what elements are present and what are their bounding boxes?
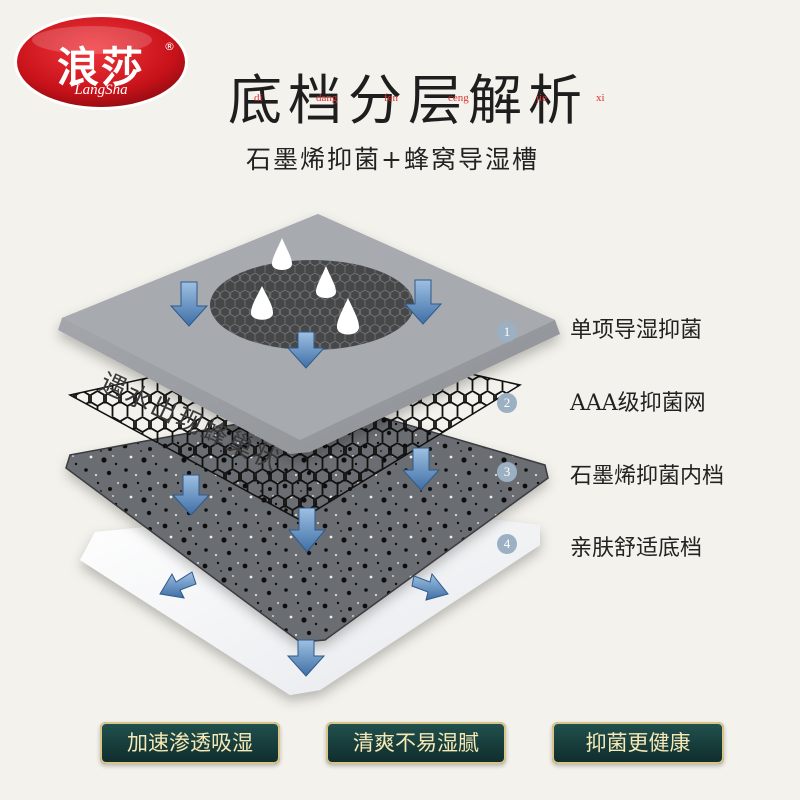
layer-number-4: 4 (497, 534, 517, 554)
pinyin-1: di (254, 92, 263, 104)
pinyin-2: dang (316, 92, 338, 104)
arrow-down-icon (286, 639, 326, 677)
registered-mark: ® (164, 40, 175, 53)
feature-badge-2: 清爽不易湿腻 (326, 722, 506, 764)
pinyin-5: jie (536, 92, 547, 104)
pinyin-4: ceng (448, 92, 469, 104)
layer-number-1: 1 (497, 322, 517, 342)
pinyin-6: xi (596, 92, 605, 104)
arrow-down-icon (286, 331, 326, 369)
layer-number-2: 2 (497, 393, 517, 413)
logo-english-name: LangSha (74, 82, 128, 98)
brand-logo: 浪莎 ® LangSha (12, 12, 190, 112)
page-subtitle: 石墨烯抑菌+蜂窝导湿槽 (246, 145, 539, 174)
water-drop-icon (251, 286, 273, 320)
layer-number-3: 3 (497, 462, 517, 482)
layer-label-1: 单项导湿抑菌 (570, 318, 703, 343)
logo-badge-icon (14, 14, 188, 110)
arrow-down-icon (287, 507, 327, 553)
arrow-outflow-icon (159, 571, 197, 599)
water-drop-icon (337, 298, 359, 335)
logo-chinese-name: 浪莎 (56, 43, 145, 92)
arrow-down-icon (169, 281, 209, 327)
layer-label-2: AAA级抑菌网 (570, 391, 706, 416)
feature-badge-1: 加速渗透吸湿 (100, 722, 280, 764)
water-drop-icon (316, 266, 336, 298)
feature-badge-3: 抑菌更健康 (552, 722, 724, 764)
layer-label-3: 石墨烯抑菌内档 (570, 464, 725, 489)
arrow-outflow-icon (411, 572, 449, 601)
page-title: 底档分层解析 (228, 69, 588, 132)
arrow-down-icon (171, 474, 211, 516)
pinyin-3: fen (384, 92, 399, 104)
layer-label-4: 亲肤舒适底档 (570, 536, 703, 561)
water-drop-icon (272, 238, 292, 270)
arrow-down-icon (401, 447, 441, 491)
arrow-down-icon (403, 279, 443, 325)
